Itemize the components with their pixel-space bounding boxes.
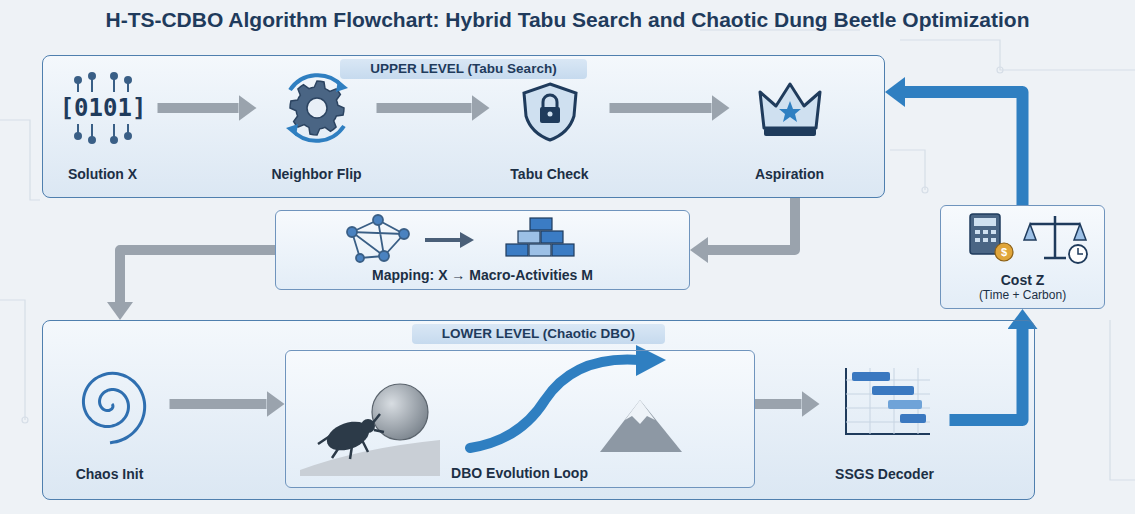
node-label: Tabu Check — [510, 166, 588, 182]
box-fill — [42, 320, 1035, 500]
step-node: Chaos Init — [50, 346, 170, 486]
box-fill — [275, 210, 690, 290]
node-label: Chaos Init — [76, 466, 144, 482]
currency-symbol: $ — [1001, 246, 1007, 258]
evolution-arrow-illustration — [470, 345, 682, 452]
level-panel: UPPER LEVEL (Tabu Search) Solution X Neigh… — [42, 55, 885, 198]
step-node: Tabu Check — [490, 74, 610, 186]
flow-arrow — [755, 399, 802, 409]
node-label: Solution X — [68, 166, 137, 182]
step-node: SSGS Decoder — [820, 346, 950, 486]
flow-arrow — [950, 329, 1023, 420]
box-fill — [285, 350, 755, 488]
node-label: Neighbor Flip — [271, 166, 361, 182]
node-label: DBO Evolution Loop — [451, 465, 588, 481]
gantt-chart-icon — [846, 368, 930, 434]
node-label: Mapping: X → Macro-Activities M — [372, 267, 593, 283]
dung-beetle-illustration — [300, 384, 440, 476]
cost-icon — [970, 214, 1087, 263]
flow-arrow — [120, 250, 275, 302]
flow-arrow — [610, 103, 712, 113]
node-label: Cost Z — [1001, 272, 1045, 288]
diagram-title: H-TS-CDBO Algorithm Flowchart: Hybrid Ta… — [0, 8, 1135, 32]
flow-arrow — [905, 92, 1023, 205]
node-label: SSGS Decoder — [835, 466, 934, 482]
node-label: Aspiration — [755, 166, 824, 182]
crown-icon — [760, 84, 820, 136]
box-fill — [940, 205, 1105, 309]
chaos-spiral — [83, 373, 144, 442]
flow-arrow — [708, 198, 795, 250]
flow-arrow — [170, 399, 267, 409]
panel-header: UPPER LEVEL (Tabu Search) — [340, 59, 586, 79]
binary-code-label: [0101] — [60, 94, 147, 122]
flow-arrow — [158, 103, 239, 113]
node-label: (Time + Carbon) — [979, 288, 1066, 302]
mapping-arrow — [425, 232, 474, 248]
level-panel: LOWER LEVEL (Chaotic DBO) Chaos Init DBO E… — [42, 320, 1035, 500]
blocks-icon — [506, 218, 574, 256]
process-box: Cost Z(Time + Carbon) — [940, 205, 1105, 309]
flow-arrow — [377, 103, 472, 113]
step-node: Aspiration — [730, 74, 850, 186]
shield-lock-icon — [524, 84, 576, 140]
process-box: DBO Evolution Loop — [285, 350, 755, 488]
step-node: Neighbor Flip — [257, 74, 377, 186]
panel-header: LOWER LEVEL (Chaotic DBO) — [412, 324, 665, 344]
gear-icon — [286, 75, 348, 141]
box-fill — [42, 55, 885, 198]
step-node: Solution X — [48, 74, 158, 186]
process-box: Mapping: X → Macro-Activities M — [275, 210, 690, 290]
network-icon — [347, 215, 409, 262]
